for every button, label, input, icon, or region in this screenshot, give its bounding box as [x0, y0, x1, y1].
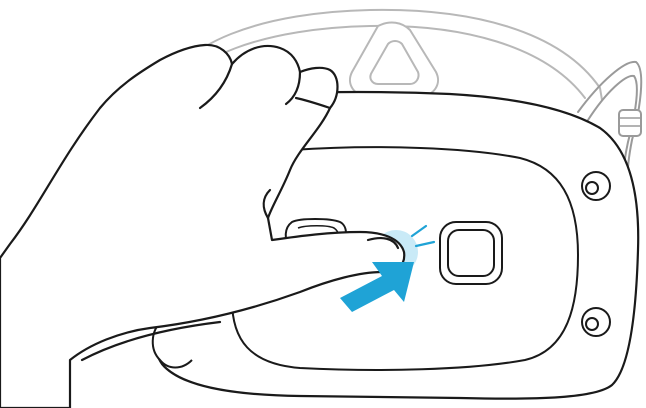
cable-ferrule: [619, 110, 641, 136]
camera-window-right: [440, 222, 502, 284]
top-tracker: [350, 23, 438, 96]
